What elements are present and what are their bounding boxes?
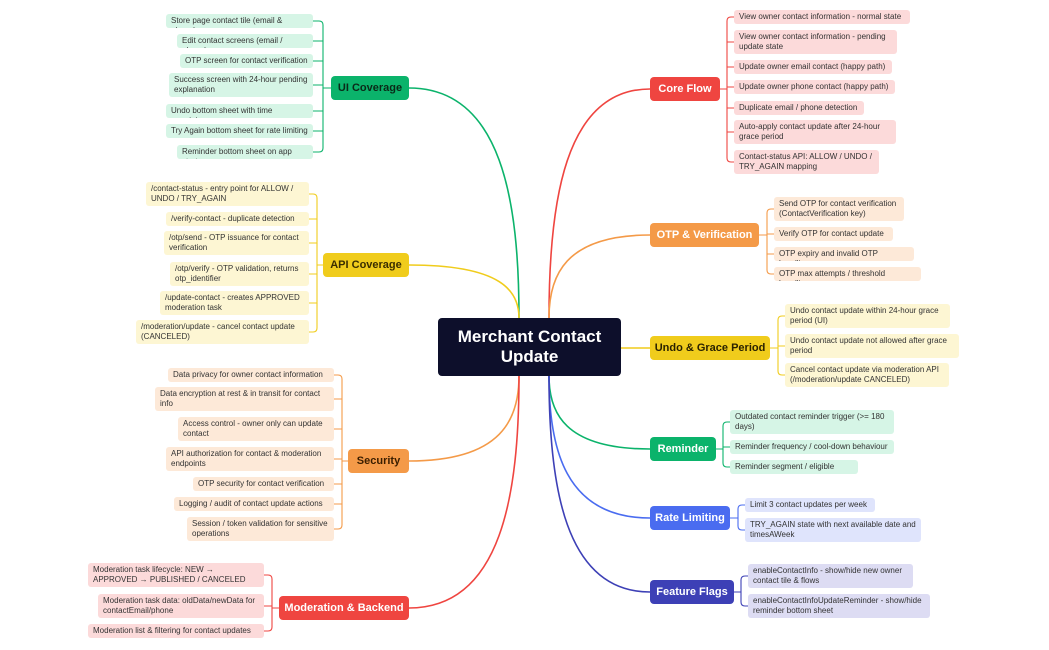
topic-security-3[interactable]: API authorization for contact & moderati… [166,447,334,471]
leaf-link-rate-limiting-1 [737,525,746,531]
topic-undo-grace-1[interactable]: Undo contact update not allowed after gr… [785,334,959,358]
topic-core-flow-1[interactable]: View owner contact information - pending… [734,30,897,54]
topic-security-5[interactable]: Logging / audit of contact update action… [174,497,334,511]
topic-undo-grace-2[interactable]: Cancel contact update via moderation API… [785,363,949,387]
leaf-link-reminder-0 [722,421,731,427]
topic-ui-coverage-4[interactable]: Undo bottom sheet with time remaining [166,104,313,118]
topic-security-1[interactable]: Data encryption at rest & in transit for… [155,387,334,411]
topic-otp-verification-1[interactable]: Verify OTP for contact update [774,227,893,241]
topic-core-flow-4[interactable]: Duplicate email / phone detection [734,101,864,115]
leaf-link-moderation-backend-2 [263,626,273,632]
leaf-link-ui-coverage-6 [312,147,324,153]
topic-rate-limiting-1[interactable]: TRY_AGAIN state with next available date… [745,518,921,542]
link-ui-coverage [408,87,520,319]
topic-security-6[interactable]: Session / token validation for sensitive… [187,517,334,541]
branch-security[interactable]: Security [348,449,409,473]
topic-core-flow-2[interactable]: Update owner email contact (happy path) [734,60,892,74]
topic-security-4[interactable]: OTP security for contact verification [193,477,334,491]
leaf-link-undo-grace-0 [777,315,786,321]
branch-undo-grace[interactable]: Undo & Grace Period [650,336,770,360]
topic-ui-coverage-6[interactable]: Reminder bottom sheet on app start [177,145,313,159]
leaf-link-core-flow-0 [726,16,735,22]
topic-api-coverage-3[interactable]: /otp/verify - OTP validation, returns ot… [170,262,309,286]
topic-reminder-2[interactable]: Reminder segment / eligible users [730,460,858,474]
topic-api-coverage-5[interactable]: /moderation/update - cancel contact upda… [136,320,309,344]
topic-reminder-0[interactable]: Outdated contact reminder trigger (>= 18… [730,410,894,434]
branch-rate-limiting[interactable]: Rate Limiting [650,506,730,530]
topic-undo-grace-0[interactable]: Undo contact update within 24-hour grace… [785,304,950,328]
topic-core-flow-0[interactable]: View owner contact information - normal … [734,10,910,24]
topic-ui-coverage-3[interactable]: Success screen with 24-hour pending expl… [169,73,313,97]
topic-ui-coverage-0[interactable]: Store page contact tile (email & phone) [166,14,313,28]
branch-reminder[interactable]: Reminder [650,437,716,461]
topic-reminder-1[interactable]: Reminder frequency / cool-down behaviour [730,440,894,454]
topic-feature-flags-0[interactable]: enableContactInfo - show/hide new owner … [748,564,913,588]
branch-otp-verification[interactable]: OTP & Verification [650,223,759,247]
leaf-link-api-coverage-5 [308,327,318,333]
leaf-link-otp-verification-0 [766,208,775,214]
link-moderation-backend [408,375,520,609]
branch-core-flow[interactable]: Core Flow [650,77,720,101]
leaf-link-api-coverage-0 [308,193,318,199]
leaf-link-rate-limiting-0 [737,504,746,510]
leaf-link-feature-flags-1 [740,601,749,607]
topic-security-2[interactable]: Access control - owner only can update c… [178,417,334,441]
leaf-link-otp-verification-3 [766,269,775,275]
leaf-link-reminder-2 [722,462,731,468]
link-api-coverage [408,264,520,319]
link-otp-verification [548,234,651,319]
link-rate-limiting [548,375,651,519]
topic-ui-coverage-2[interactable]: OTP screen for contact verification [180,54,313,68]
link-reminder [548,375,651,450]
branch-moderation-backend[interactable]: Moderation & Backend [279,596,409,620]
topic-rate-limiting-0[interactable]: Limit 3 contact updates per week [745,498,875,512]
topic-api-coverage-0[interactable]: /contact-status - entry point for ALLOW … [146,182,309,206]
topic-api-coverage-1[interactable]: /verify-contact - duplicate detection [166,212,309,226]
topic-moderation-backend-1[interactable]: Moderation task data: oldData/newData fo… [98,594,264,618]
topic-moderation-backend-0[interactable]: Moderation task lifecycle: NEW → APPROVE… [88,563,264,587]
leaf-link-undo-grace-2 [777,370,786,376]
leaf-link-core-flow-6 [726,157,735,163]
central-topic[interactable]: Merchant Contact Update [438,318,621,376]
topic-moderation-backend-2[interactable]: Moderation list & filtering for contact … [88,624,264,638]
topic-ui-coverage-5[interactable]: Try Again bottom sheet for rate limiting [166,124,313,138]
topic-feature-flags-1[interactable]: enableContactInfoUpdateReminder - show/h… [748,594,930,618]
topic-core-flow-6[interactable]: Contact-status API: ALLOW / UNDO / TRY_A… [734,150,879,174]
branch-feature-flags[interactable]: Feature Flags [650,580,734,604]
leaf-link-moderation-backend-0 [263,574,273,580]
topic-core-flow-5[interactable]: Auto-apply contact update after 24-hour … [734,120,896,144]
leaf-link-security-6 [333,524,343,530]
topic-ui-coverage-1[interactable]: Edit contact screens (email / phone) [177,34,313,48]
leaf-link-feature-flags-0 [740,575,749,581]
topic-security-0[interactable]: Data privacy for owner contact informati… [168,368,334,382]
topic-otp-verification-2[interactable]: OTP expiry and invalid OTP handling [774,247,914,261]
branch-ui-coverage[interactable]: UI Coverage [331,76,409,100]
topic-api-coverage-2[interactable]: /otp/send - OTP issuance for contact ver… [164,231,309,255]
topic-core-flow-3[interactable]: Update owner phone contact (happy path) [734,80,895,94]
branch-api-coverage[interactable]: API Coverage [323,253,409,277]
topic-otp-verification-3[interactable]: OTP max attempts / threshold handling [774,267,921,281]
link-security [408,375,520,462]
topic-api-coverage-4[interactable]: /update-contact - creates APPROVED moder… [160,291,309,315]
link-feature-flags [548,375,651,593]
leaf-link-ui-coverage-0 [312,20,324,26]
topic-otp-verification-0[interactable]: Send OTP for contact verification (Conta… [774,197,904,221]
leaf-link-security-0 [333,374,343,380]
link-core-flow [548,88,651,319]
